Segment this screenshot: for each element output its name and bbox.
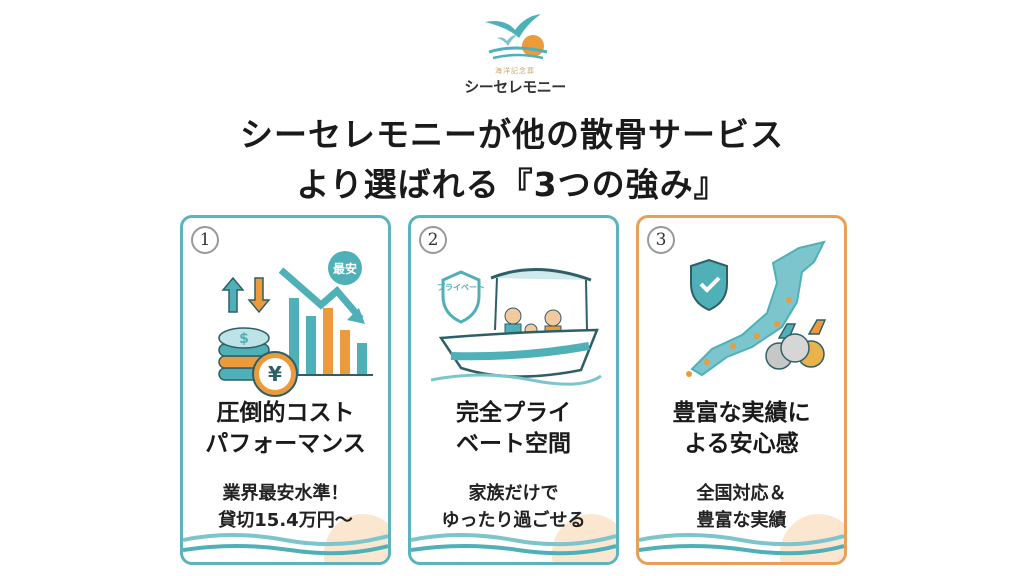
japan-map-medals-icon [686, 240, 827, 377]
wave-decoration-icon [183, 514, 388, 562]
wave-decoration-icon [639, 514, 844, 562]
card-number: 3 [647, 226, 675, 254]
strength-card-cost: 1 最安 $ ¥ 圧倒的コストパフォーマンス 業界最安水準！貸切15.4万円〜 [180, 215, 391, 565]
card-description: 家族だけでゆったり過ごせる [441, 483, 586, 531]
svg-text:¥: ¥ [268, 362, 282, 386]
card-headline: 完全プライベート空間 [456, 400, 571, 457]
seagull-sun-logo-icon [485, 14, 548, 60]
wave-decoration-icon [411, 514, 616, 562]
card-number: 2 [419, 226, 447, 254]
card-number: 1 [191, 226, 219, 254]
page-title-line2: より選ばれる『3つの強み』 [296, 165, 728, 204]
badge-cheapest: 最安 [333, 261, 357, 276]
card-headline: 圧倒的コストパフォーマンス [205, 400, 366, 457]
logo-tagline: 海洋記念葬 [495, 67, 535, 75]
logo: 海洋記念葬 シーセレモニー [460, 8, 570, 100]
strength-card-track-record: 3 豊富な実績による安心感 全国対応＆豊富な実績 [636, 215, 847, 565]
strength-card-privacy: 2 プライベート 完全プライベート空間 家族だけでゆったり過ごせる [408, 215, 619, 565]
page-title-line1: シーセレモニーが他の散骨サービス [240, 115, 784, 154]
card-headline: 豊富な実績による安心感 [672, 400, 811, 457]
card-description: 全国対応＆豊富な実績 [696, 483, 787, 531]
svg-text:$: $ [239, 331, 249, 347]
logo-name: シーセレモニー [464, 78, 566, 96]
badge-private: プライベート [437, 282, 485, 292]
private-boat-family-icon: プライベート [430, 267, 602, 386]
card-description: 業界最安水準！貸切15.4万円〜 [218, 483, 353, 531]
cost-chart-coins-icon: 最安 $ ¥ [218, 251, 373, 397]
